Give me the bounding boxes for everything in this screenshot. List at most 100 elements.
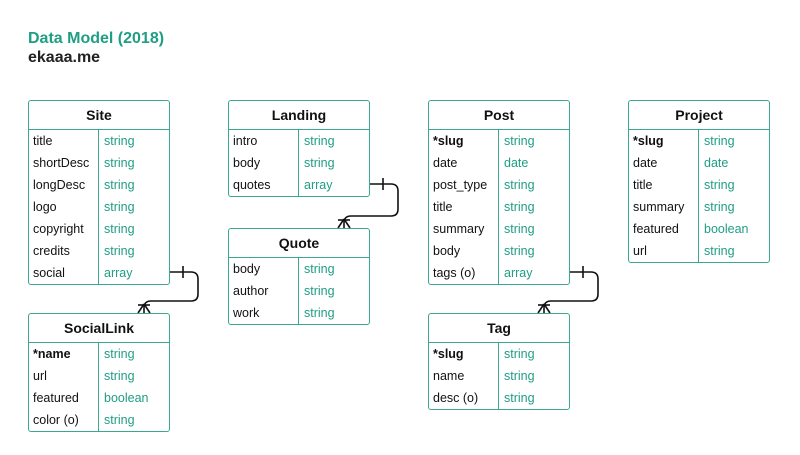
field-name: author [229,280,299,302]
entity-name: Quote [229,229,369,258]
relationship-line [143,271,199,313]
field-name: body [229,258,299,280]
field-type: string [104,244,135,258]
field-type: string [504,200,535,214]
field-type: string [504,347,535,361]
field-row: shortDesc string [29,152,169,174]
field-type: string [104,200,135,214]
field-name: longDesc [29,174,99,196]
field-row: logo string [29,196,169,218]
field-type: string [104,222,135,236]
field-type: string [304,134,335,148]
entity-name: Tag [429,314,569,343]
field-name: title [629,174,699,196]
field-row: title string [429,196,569,218]
primary-key-name: *name [29,343,99,365]
field-type: string [104,369,135,383]
field-row: title string [629,174,769,196]
field-name: post_type [429,174,499,196]
relationship-line [343,183,399,228]
field-type: string [104,178,135,192]
field-name: date [429,152,499,174]
field-name: title [429,196,499,218]
field-name: title [29,130,99,152]
field-type: string [504,134,535,148]
field-row: longDesc string [29,174,169,196]
field-name: quotes [229,174,299,196]
field-name: social [29,262,99,284]
diagram-subtitle: ekaaa.me [28,49,101,66]
primary-key-name: *slug [429,130,499,152]
field-row: name string [429,365,569,387]
field-type: string [504,391,535,405]
field-name: url [29,365,99,387]
field-name: logo [29,196,99,218]
entity-name: Post [429,101,569,130]
primary-key-name: *slug [629,130,699,152]
field-name: summary [429,218,499,240]
field-row: color (o)string [29,409,169,431]
field-row: summary string [629,196,769,218]
field-type: string [704,178,735,192]
field-type: string [104,134,135,148]
field-row: social array [29,262,169,284]
field-row: date date [429,152,569,174]
field-name: date [629,152,699,174]
field-type: string [504,369,535,383]
field-row: *slug string [429,130,569,152]
entity-name: Site [29,101,169,130]
field-type: array [504,266,533,280]
field-type: string [704,134,735,148]
field-type: date [704,156,729,170]
field-type: array [104,266,133,280]
field-name: shortDesc [29,152,99,174]
field-row: *slug string [629,130,769,152]
field-row: title string [29,130,169,152]
field-name: url [629,240,699,262]
field-name: intro [229,130,299,152]
field-name: name [429,365,499,387]
field-row: tags (o) array [429,262,569,284]
field-name: desc (o) [429,387,499,409]
field-type: boolean [104,391,149,405]
field-type: string [104,347,135,361]
field-type: string [304,306,335,320]
entity-name: SocialLink [29,314,169,343]
field-row: desc (o) string [429,387,569,409]
field-name: work [229,302,299,324]
field-name: body [429,240,499,262]
field-name: tags (o) [429,262,499,284]
field-row: *name string [29,343,169,365]
field-type: date [504,156,529,170]
field-type: string [304,156,335,170]
field-type: string [704,200,735,214]
entity-name: Project [629,101,769,130]
field-row: body string [229,152,369,174]
field-type: string [504,222,535,236]
field-row: url string [29,365,169,387]
field-name: summary [629,196,699,218]
field-type: string [104,156,135,170]
field-name: body [229,152,299,174]
field-type: boolean [704,222,749,236]
field-row: date date [629,152,769,174]
field-row: work string [229,302,369,324]
